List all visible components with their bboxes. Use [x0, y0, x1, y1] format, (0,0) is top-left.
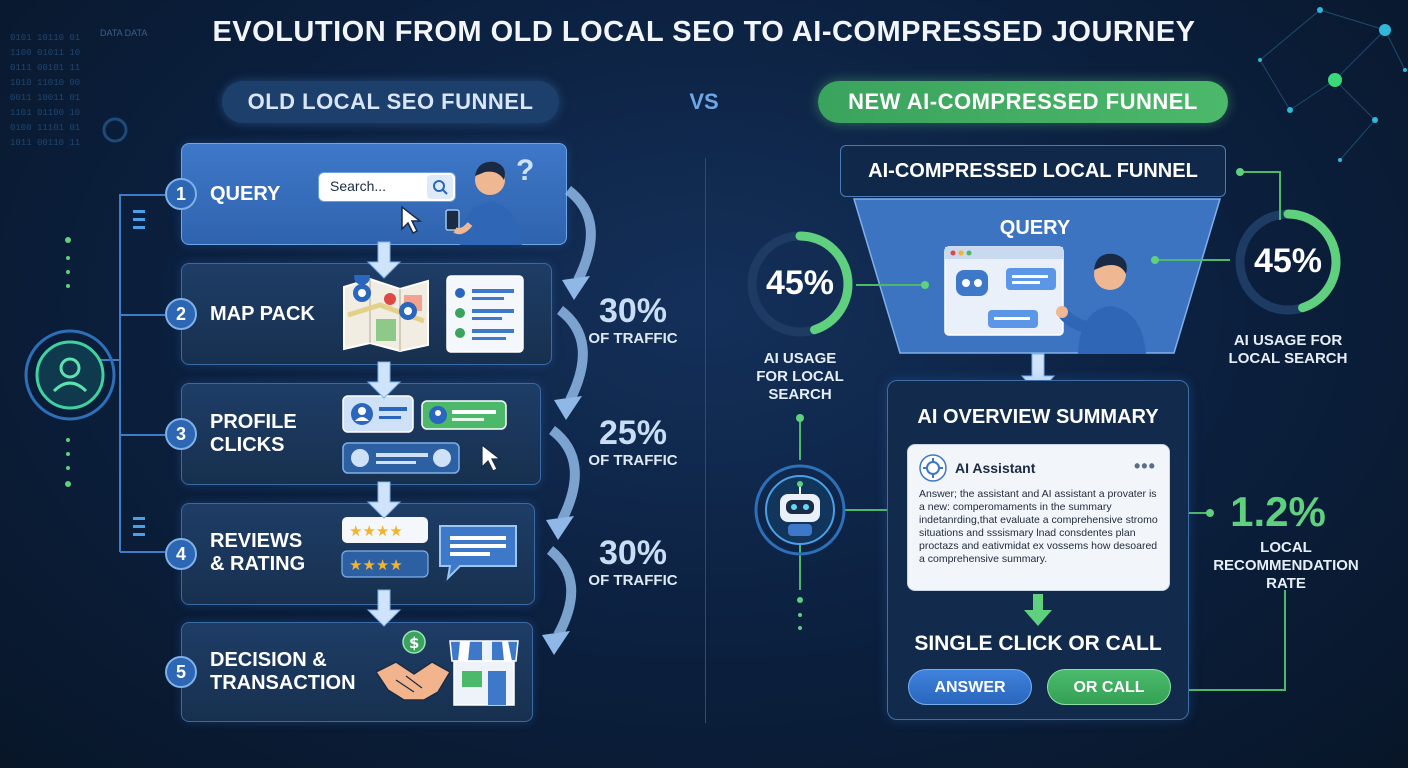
map-icon	[343, 275, 429, 353]
caption-line: AI USAGE	[763, 350, 837, 367]
stage-number: 4	[165, 538, 197, 570]
ai-usage-value: 45%	[1253, 242, 1323, 280]
ai-chat-window	[944, 246, 1064, 336]
traffic-stat: 25% OF TRAFFIC	[578, 414, 688, 469]
stage-label: MAP PACK	[210, 303, 315, 325]
robot-icon	[754, 464, 846, 556]
location-list-icon	[446, 275, 524, 353]
stage-number: 1	[165, 178, 197, 210]
stage-arrows	[366, 241, 402, 627]
divider	[705, 158, 706, 723]
handshake-icon: $	[374, 630, 452, 701]
chat-bubble-icon	[439, 525, 517, 581]
storefront-icon	[449, 640, 519, 706]
ai-answer-text: Answer; the assistant and AI assistant a…	[919, 488, 1158, 565]
star-rating-icon: ★★★★ ★★★★	[341, 517, 429, 578]
green-down-arrow	[1024, 594, 1052, 626]
caption-line: LOCAL	[1260, 539, 1312, 556]
answer-button[interactable]: ANSWER	[908, 669, 1032, 705]
caption-line: FOR LOCAL	[756, 368, 844, 385]
stage-number: 5	[165, 656, 197, 688]
traffic-label: OF TRAFFIC	[588, 572, 678, 589]
stage-label: & RATING	[210, 553, 306, 575]
new-funnel-label: NEW AI-COMPRESSED FUNNEL	[818, 81, 1228, 123]
cursor-icon	[401, 205, 423, 235]
more-options-icon[interactable]: •••	[1134, 456, 1156, 476]
traffic-percent: 30%	[598, 292, 668, 330]
profile-card-icon	[342, 395, 507, 474]
stage-label: CLICKS	[210, 434, 285, 456]
svg-text:★★★★: ★★★★	[349, 556, 403, 574]
person-pointing-icon	[1056, 253, 1146, 354]
svg-text:1101 01100 10: 1101 01100 10	[10, 108, 80, 118]
svg-text:1100 01011 10: 1100 01011 10	[10, 48, 80, 58]
recommendation-rate-caption: LOCAL RECOMMENDATION RATE	[1203, 539, 1369, 593]
stage-label: QUERY	[210, 183, 281, 205]
flow-curves	[542, 186, 596, 655]
ai-query-label: QUERY	[999, 217, 1071, 239]
vs-label: VS	[689, 89, 719, 114]
search-input[interactable]: Search...	[318, 172, 456, 202]
svg-text:0111 00101 11: 0111 00101 11	[10, 63, 80, 73]
stage-label: PROFILE	[210, 411, 297, 433]
cta-title: SINGLE CLICK OR CALL	[914, 632, 1162, 655]
svg-text:1010 11010 00: 1010 11010 00	[10, 78, 80, 88]
stage-label: TRANSACTION	[210, 672, 356, 694]
traffic-percent: 25%	[598, 414, 668, 452]
traffic-percent: 30%	[598, 534, 668, 572]
stage-number: 3	[165, 418, 197, 450]
caption-line: RECOMMENDATION	[1213, 557, 1359, 574]
ai-overview-title: AI OVERVIEW SUMMARY	[917, 406, 1159, 428]
caption-line: RATE	[1266, 575, 1306, 592]
old-funnel-label: OLD LOCAL SEO FUNNEL	[222, 81, 559, 123]
svg-text:★★★★: ★★★★	[349, 522, 403, 540]
ai-usage-caption: AI USAGE FOR LOCAL SEARCH	[1213, 332, 1363, 368]
caption-line: AI USAGE FOR	[1233, 332, 1343, 349]
svg-text:1011 00110 11: 1011 00110 11	[10, 138, 80, 148]
traffic-stat: 30% OF TRAFFIC	[578, 292, 688, 347]
ai-funnel-header: AI-COMPRESSED LOCAL FUNNEL	[840, 145, 1226, 197]
corner-label: DATA DATA	[100, 28, 148, 38]
caption-line: SEARCH	[768, 386, 832, 403]
ai-usage-ring	[1235, 209, 1341, 315]
ai-usage-caption: AI USAGE FOR LOCAL SEARCH	[740, 350, 860, 404]
ai-answer-card	[907, 444, 1170, 591]
person-phone-icon	[445, 161, 522, 245]
svg-text:0011 10011 01: 0011 10011 01	[10, 93, 80, 103]
search-icon[interactable]	[427, 175, 453, 199]
traffic-label: OF TRAFFIC	[588, 330, 678, 347]
search-placeholder: Search...	[330, 178, 387, 194]
svg-text:0101 10110 01: 0101 10110 01	[10, 33, 80, 43]
caption-line: LOCAL SEARCH	[1228, 350, 1348, 367]
recommendation-rate-value: 1.2%	[1230, 488, 1326, 535]
question-icon: ?	[516, 154, 535, 187]
stage-label: DECISION &	[210, 649, 327, 671]
ai-assistant-name: AI Assistant	[955, 460, 1036, 476]
old-funnel-connectors	[65, 194, 165, 553]
svg-text:0100 11101 01: 0100 11101 01	[10, 123, 80, 133]
traffic-stat: 30% OF TRAFFIC	[578, 534, 688, 589]
call-button[interactable]: OR CALL	[1047, 669, 1171, 705]
stage-number: 2	[165, 298, 197, 330]
svg-text:$: $	[409, 634, 419, 652]
ai-usage-value: 45%	[765, 264, 835, 302]
traffic-label: OF TRAFFIC	[588, 452, 678, 469]
user-circle-icon	[24, 329, 116, 421]
ai-assistant-logo-icon	[919, 454, 947, 482]
stage-label: REVIEWS	[210, 530, 303, 552]
page-title: EVOLUTION FROM OLD LOCAL SEO TO AI-COMPR…	[212, 16, 1196, 48]
ai-usage-ring	[747, 231, 853, 337]
